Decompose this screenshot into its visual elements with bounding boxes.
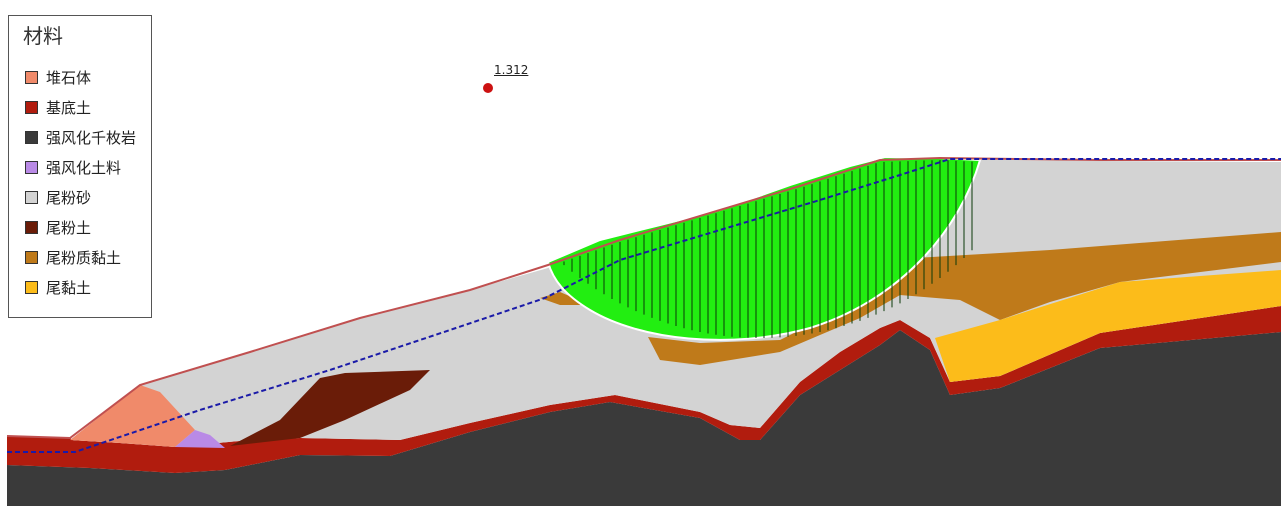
- legend-label: 尾黏土: [46, 278, 92, 297]
- legend-item-tailings-silty-clay: 尾粉质黏土: [25, 246, 121, 268]
- legend-swatch: [25, 190, 38, 204]
- slip-circle-center: [483, 83, 493, 93]
- layer-tailings-clay: [935, 270, 1281, 382]
- safety-factor-label: 1.312: [494, 63, 529, 77]
- ground-surface-line: [6, 156, 1281, 440]
- legend-label: 强风化千枚岩: [46, 128, 137, 147]
- legend-title: 材料: [23, 24, 63, 48]
- legend: 材料 堆石体 基底土 强风化千枚岩 强风化土料 尾粉砂 尾粉土 尾粉质黏土 尾黏…: [8, 15, 152, 318]
- legend-label: 基底土: [46, 98, 92, 117]
- legend-label: 强风化土料: [46, 158, 122, 177]
- slip-slices: [563, 160, 973, 338]
- legend-label: 尾粉土: [46, 218, 92, 237]
- legend-label: 尾粉砂: [46, 188, 92, 207]
- legend-swatch: [25, 100, 38, 114]
- layer-rockfill: [70, 385, 195, 447]
- legend-swatch: [25, 220, 38, 234]
- legend-item-base-soil: 基底土: [25, 96, 91, 118]
- layer-tailings-silt: [230, 370, 430, 446]
- legend-item-weathered-phyllite: 强风化千枚岩: [25, 126, 136, 148]
- legend-swatch: [25, 160, 38, 174]
- layer-tailings-silty-clay-mid: [648, 232, 1281, 365]
- legend-item-tailings-fine-sand: 尾粉砂: [25, 186, 91, 208]
- legend-item-weathered-soil: 强风化土料: [25, 156, 121, 178]
- legend-swatch: [25, 280, 38, 294]
- legend-label: 堆石体: [46, 68, 92, 87]
- layer-toe-fill: [7, 436, 80, 447]
- legend-item-tailings-clay: 尾黏土: [25, 276, 91, 298]
- legend-item-tailings-silt: 尾粉土: [25, 216, 91, 238]
- legend-swatch: [25, 130, 38, 144]
- layer-base-soil: [7, 306, 1281, 473]
- layer-weathered-soil: [175, 430, 225, 448]
- legend-item-rockfill: 堆石体: [25, 66, 91, 88]
- legend-swatch: [25, 70, 38, 84]
- layer-weathered-phyllite: [7, 330, 1281, 506]
- legend-swatch: [25, 250, 38, 264]
- legend-label: 尾粉质黏土: [46, 248, 122, 267]
